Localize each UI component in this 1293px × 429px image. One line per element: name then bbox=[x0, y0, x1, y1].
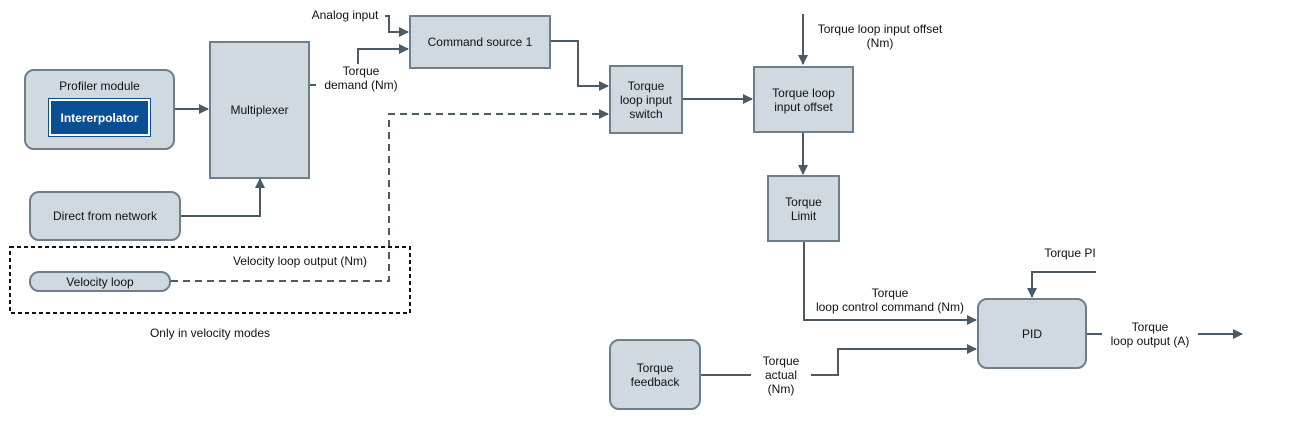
interpolator-block: Intererpolator bbox=[48, 98, 151, 137]
torque-limit-label: Torque Limit bbox=[785, 194, 822, 223]
torque-loop-input-offset-label: Torque loop input offset bbox=[772, 85, 835, 114]
velocity-loop-block: Velocity loop bbox=[29, 271, 171, 292]
offset-input-label: Torque loop input offset (Nm) bbox=[817, 22, 943, 50]
multiplexer-label: Multiplexer bbox=[230, 103, 289, 117]
command-to-switch-arrow bbox=[551, 40, 609, 91]
direct-from-network-block: Direct from network bbox=[29, 191, 181, 241]
multiplexer-block: Multiplexer bbox=[209, 41, 310, 179]
command-source-block: Command source 1 bbox=[409, 15, 551, 69]
loop-output-label: Torque loop output (A) bbox=[1102, 320, 1198, 348]
direct-to-multiplexer-arrow bbox=[181, 178, 265, 217]
profiler-module-label: Profiler module bbox=[59, 79, 140, 93]
velocity-loop-label: Velocity loop bbox=[66, 274, 134, 289]
torque-loop-input-offset-block: Torque loop input offset bbox=[753, 66, 854, 133]
feedback-to-pid-arrow bbox=[701, 344, 977, 376]
limit-to-pid-arrow bbox=[803, 242, 977, 325]
velocity-modes-label: Only in velocity modes bbox=[149, 326, 271, 340]
torque-pi-arrow bbox=[1027, 271, 1096, 298]
analog-input-label: Analog input bbox=[311, 8, 379, 22]
analog-input-arrow bbox=[385, 15, 409, 37]
control-command-label: Torque loop control command (Nm) bbox=[815, 286, 965, 314]
torque-loop-input-switch-block: Torque loop input switch bbox=[609, 65, 683, 134]
torque-feedback-block: Torque feedback bbox=[609, 339, 701, 410]
velocity-loop-output-label: Velocity loop output (Nm) bbox=[232, 254, 368, 268]
torque-feedback-label: Torque feedback bbox=[630, 360, 680, 389]
pid-block: PID bbox=[977, 298, 1087, 369]
torque-limit-block: Torque Limit bbox=[767, 175, 840, 242]
pid-label: PID bbox=[1021, 326, 1042, 341]
command-source-label: Command source 1 bbox=[427, 35, 533, 49]
torque-loop-input-switch-label: Torque loop input switch bbox=[619, 78, 673, 121]
torque-pi-label: Torque PI bbox=[1044, 246, 1096, 260]
direct-from-network-label: Direct from network bbox=[52, 209, 158, 223]
velocity-modes-region bbox=[9, 246, 411, 314]
torque-actual-label: Torque actual (Nm) bbox=[751, 354, 811, 396]
velocity-to-switch-arrow bbox=[171, 109, 609, 282]
torque-demand-label: Torque demand (Nm) bbox=[316, 64, 406, 92]
interpolator-label: Intererpolator bbox=[60, 110, 139, 125]
